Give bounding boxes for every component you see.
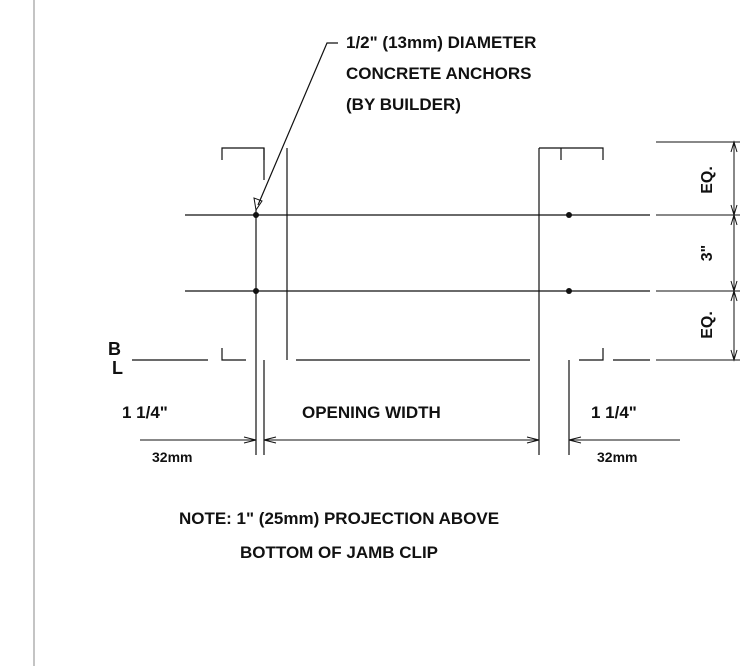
callout-line-3: (BY BUILDER) — [346, 95, 461, 114]
baseline-marker-b: B — [108, 339, 121, 359]
callout-line-1: 1/2" (13mm) DIAMETER — [346, 33, 536, 52]
baseline-marker-l: L — [112, 358, 123, 378]
dim-opening: OPENING WIDTH — [302, 403, 441, 422]
anchor-lines — [185, 214, 650, 292]
horizontal-arrowheads — [243, 436, 582, 444]
dim-right-metric: 32mm — [597, 449, 637, 465]
anchor-point — [566, 288, 572, 294]
anchor-point — [253, 288, 259, 294]
vertical-dimension — [656, 141, 740, 361]
dim-vertical-top: EQ. — [699, 166, 716, 194]
dim-left-imperial: 1 1/4" — [122, 403, 168, 422]
dim-vertical-bottom: EQ. — [699, 311, 716, 339]
vertical-arrowheads — [730, 140, 738, 362]
dim-vertical-middle: 3" — [699, 245, 716, 261]
anchor-point — [566, 212, 572, 218]
dim-right-imperial: 1 1/4" — [591, 403, 637, 422]
note-line-1: NOTE: 1" (25mm) PROJECTION ABOVE — [179, 509, 499, 528]
dim-left-metric: 32mm — [152, 449, 192, 465]
note-line-2: BOTTOM OF JAMB CLIP — [240, 543, 438, 562]
left-jamb-clip — [221, 147, 288, 455]
callout-line-2: CONCRETE ANCHORS — [346, 64, 531, 83]
anchor-point — [253, 212, 259, 218]
leader-arrowhead — [253, 197, 263, 212]
right-jamb-clip — [538, 147, 604, 455]
callout-leader — [257, 42, 338, 206]
anchor-points — [253, 212, 572, 294]
